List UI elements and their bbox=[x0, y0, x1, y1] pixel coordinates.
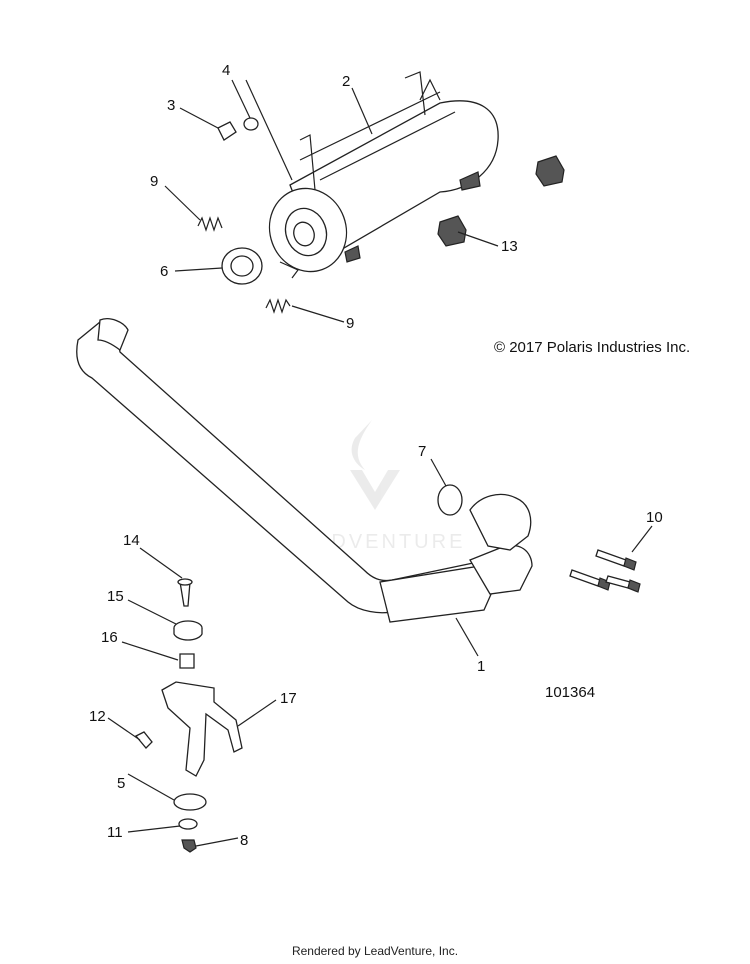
callout-7: 7 bbox=[418, 443, 426, 460]
callout-15: 15 bbox=[107, 588, 124, 605]
grommet-13 bbox=[437, 215, 467, 247]
bolt-12 bbox=[134, 731, 153, 749]
spring-9-lower bbox=[265, 298, 291, 314]
copyright-text: © 2017 Polaris Industries Inc. bbox=[494, 339, 691, 356]
callout-5: 5 bbox=[117, 775, 125, 792]
callout-1: 1 bbox=[477, 658, 485, 675]
bushing-5 bbox=[173, 793, 207, 811]
callout-3: 3 bbox=[167, 97, 175, 114]
bracket-17 bbox=[161, 681, 243, 777]
callout-6: 6 bbox=[160, 263, 168, 280]
leader-lines bbox=[107, 79, 653, 847]
callout-9-upper: 9 bbox=[150, 173, 158, 190]
spacer-16 bbox=[179, 653, 195, 669]
bolts-10 bbox=[569, 549, 641, 593]
callout-4: 4 bbox=[222, 62, 230, 79]
callout-2: 2 bbox=[342, 73, 350, 90]
drawing-number: 101364 bbox=[545, 684, 596, 701]
gasket-7 bbox=[437, 484, 463, 516]
callout-13: 13 bbox=[501, 238, 518, 255]
callout-14: 14 bbox=[123, 532, 140, 549]
callout-17: 17 bbox=[280, 690, 297, 707]
nut-8 bbox=[181, 839, 197, 853]
grommet-top bbox=[535, 155, 565, 187]
callout-8: 8 bbox=[240, 832, 248, 849]
callout-12: 12 bbox=[89, 708, 106, 725]
callout-10: 10 bbox=[646, 509, 663, 526]
spring-9-upper bbox=[197, 216, 223, 232]
callout-9-lower: 9 bbox=[346, 315, 354, 332]
washer-4 bbox=[243, 117, 259, 131]
washer-11 bbox=[178, 818, 198, 830]
callout-11: 11 bbox=[107, 824, 123, 841]
callout-16: 16 bbox=[101, 629, 118, 646]
footer-credit: Rendered by LeadVenture, Inc. bbox=[291, 944, 459, 958]
head-pipe bbox=[76, 318, 533, 623]
bushing-15 bbox=[173, 620, 203, 641]
muffler bbox=[268, 71, 499, 279]
bolt-3 bbox=[217, 121, 237, 141]
gasket-6 bbox=[221, 247, 263, 285]
